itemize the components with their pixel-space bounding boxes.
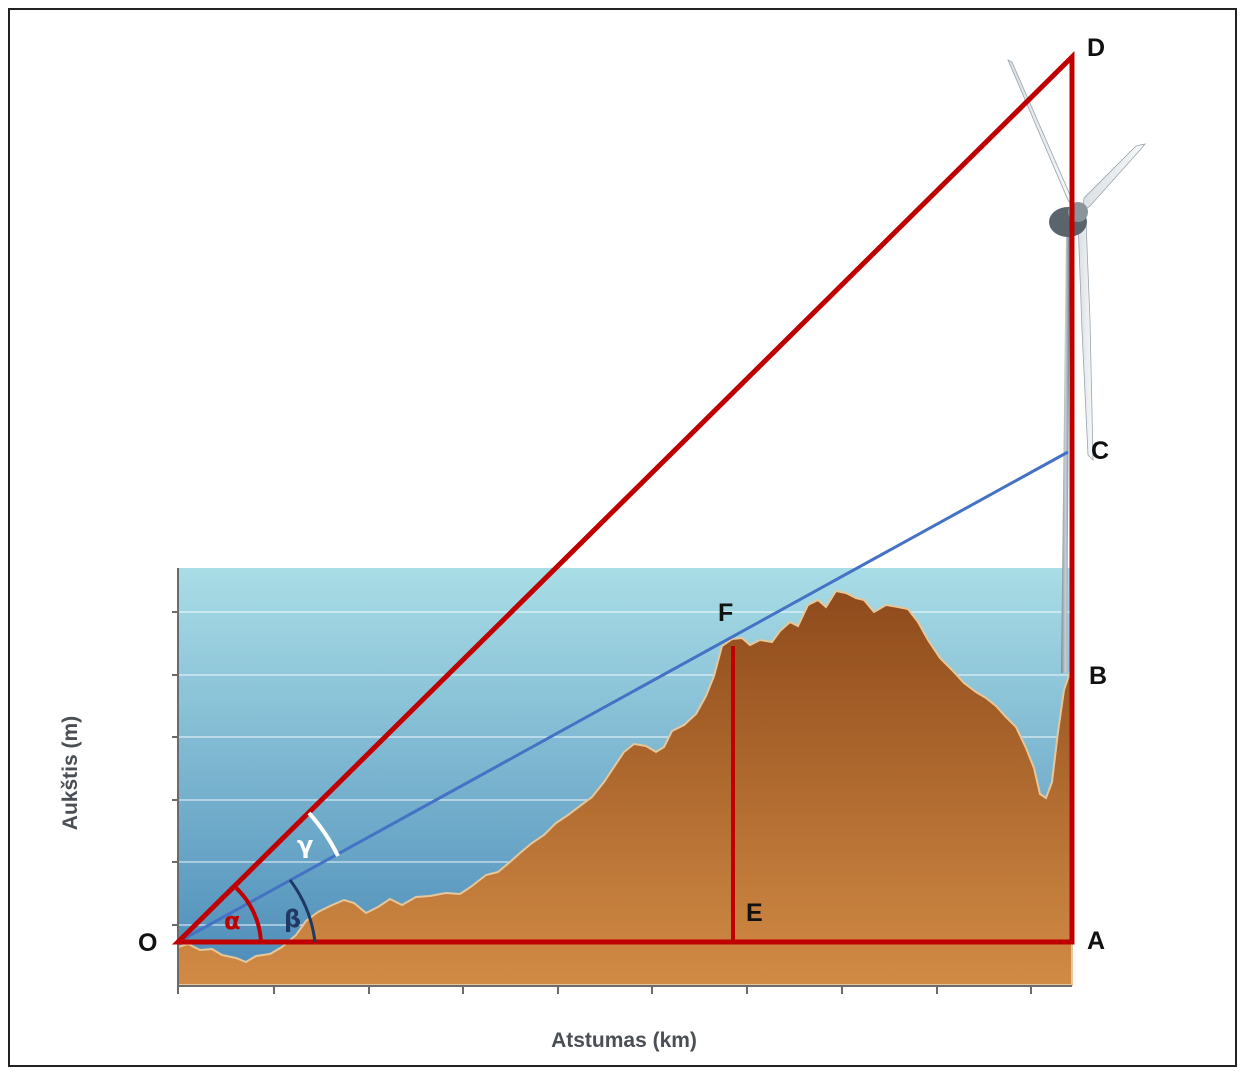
x-axis-title: Atstumas (km) — [551, 1029, 697, 1052]
gamma-arc — [307, 811, 340, 857]
x-axis-ticks — [177, 986, 1032, 994]
y-axis-ticks — [172, 611, 178, 926]
alpha-label: α — [224, 907, 241, 935]
point-A-label: A — [1087, 927, 1105, 955]
point-F-label: F — [718, 599, 733, 627]
point-B-label: B — [1089, 662, 1107, 690]
point-O-label: O — [138, 929, 157, 957]
triangle-OAD — [171, 51, 1075, 945]
y-axis-title: Aukštis (m) — [59, 716, 82, 830]
terrain-profile — [177, 589, 1073, 986]
beta-label: β — [284, 905, 301, 933]
point-C-label: C — [1091, 437, 1109, 465]
point-D-label: D — [1087, 34, 1105, 62]
gamma-label: γ — [297, 831, 313, 859]
sight-line-OC — [177, 450, 1069, 944]
turbine-blades — [1007, 59, 1147, 461]
point-E-label: E — [746, 899, 763, 927]
alpha-arc — [232, 884, 263, 943]
beta-arc — [288, 879, 317, 943]
